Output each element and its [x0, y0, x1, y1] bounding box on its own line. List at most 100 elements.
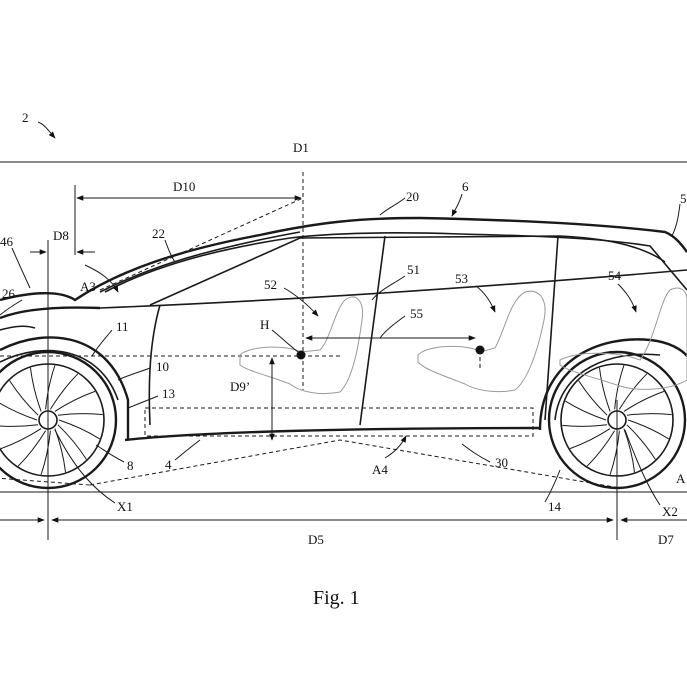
- label-x2: X2: [662, 504, 678, 519]
- wheel-spoke: [623, 428, 635, 473]
- wheel-spoke: [57, 413, 103, 416]
- rear-wheel-arch: [538, 338, 687, 431]
- label-a3: A3: [80, 279, 96, 294]
- label-26: 26: [2, 286, 16, 301]
- wheel-spoke: [54, 390, 96, 412]
- label-a: A: [676, 471, 686, 486]
- label-d7: D7: [658, 532, 674, 547]
- leader-4: [174, 439, 201, 461]
- wheel-spoke: [626, 413, 672, 416]
- beltline: [99, 269, 687, 309]
- lower-body: [124, 426, 541, 442]
- label-11: 11: [116, 319, 129, 334]
- leader-13: [127, 395, 159, 409]
- label-4: 4: [165, 457, 172, 472]
- leader-6: [451, 193, 463, 217]
- leader-30: [461, 443, 491, 463]
- leader-52: [283, 287, 319, 317]
- wheel-spoke: [0, 428, 42, 450]
- label-46: 46: [0, 234, 14, 249]
- label-6: 6: [462, 179, 469, 194]
- label-20: 20: [406, 189, 419, 204]
- rear-seat: [417, 290, 546, 393]
- wheel-spoke: [0, 402, 38, 421]
- hood-front: [0, 306, 101, 320]
- label-55: 55: [410, 306, 423, 321]
- label-d5: D5: [308, 532, 324, 547]
- rear-spokes: [562, 365, 672, 475]
- wheel-spoke: [614, 365, 625, 410]
- wheel-spoke: [54, 428, 66, 473]
- wheel-spoke: [57, 424, 87, 460]
- leader-x2: [624, 429, 661, 506]
- label-30: 30: [495, 455, 508, 470]
- label-14: 14: [548, 499, 562, 514]
- approach-dashed: [0, 477, 91, 486]
- label-8: 8: [127, 458, 134, 473]
- front-spokes: [0, 365, 103, 475]
- label-d1: D1: [293, 140, 309, 155]
- leader-22: [164, 239, 176, 263]
- third-seat: [559, 287, 687, 390]
- label-52: 52: [264, 277, 277, 292]
- wheel-spoke: [0, 424, 39, 427]
- leader-a4: [384, 435, 407, 459]
- front-door-edge: [148, 304, 161, 426]
- leader-10: [117, 367, 151, 381]
- label-54: 54: [608, 268, 622, 283]
- leader-26: [0, 299, 23, 316]
- battery-pack-dashed: [144, 407, 534, 437]
- window-frame: [149, 235, 666, 306]
- label-5: 5: [680, 191, 687, 206]
- wheel-spoke: [586, 430, 616, 467]
- b-pillar: [359, 235, 386, 426]
- label-d10: D10: [173, 179, 195, 194]
- leader-a3: [84, 264, 119, 293]
- label-2: 2: [22, 110, 29, 125]
- label-22: 22: [152, 226, 165, 241]
- front-bumper: [0, 325, 36, 331]
- leader-46: [11, 247, 31, 289]
- leader-h: [271, 329, 299, 353]
- wheel-spoke: [17, 430, 47, 467]
- label-13: 13: [162, 386, 175, 401]
- roof-inner-line: [104, 232, 687, 293]
- label-h: H: [260, 317, 269, 332]
- figure-caption: Fig. 1: [313, 587, 360, 609]
- wheel-spoke: [578, 380, 608, 416]
- leader-54: [617, 283, 637, 313]
- wheel-spoke: [9, 380, 39, 416]
- wheel-spoke: [565, 400, 607, 421]
- wheel-spoke: [599, 367, 611, 412]
- wheel-spoke: [45, 365, 56, 410]
- h-point-front: [296, 350, 306, 360]
- roof-outline: [0, 216, 687, 302]
- leader-2: [37, 121, 56, 139]
- label-d8: D8: [53, 228, 69, 243]
- rear-arch-inner: [554, 353, 661, 421]
- label-10: 10: [156, 359, 169, 374]
- wheel-spoke: [562, 424, 608, 427]
- leader-8: [95, 444, 125, 463]
- leader-14: [544, 469, 561, 503]
- leader-x1: [54, 429, 116, 504]
- wheel-spoke: [49, 373, 79, 410]
- leader-5: [671, 203, 681, 237]
- label-51: 51: [407, 262, 420, 277]
- leader-51: [371, 275, 406, 301]
- front-wheel-arch: [0, 336, 130, 440]
- label-d9: D9’: [230, 379, 250, 394]
- leader-11: [91, 329, 113, 357]
- wheel-spoke: [569, 428, 611, 450]
- wheel-spoke: [626, 424, 656, 460]
- leader-55: [379, 315, 406, 339]
- windshield: [99, 231, 301, 293]
- label-53: 53: [455, 271, 468, 286]
- leader-53: [475, 285, 496, 313]
- leader-20: [379, 197, 406, 216]
- wheel-spoke: [627, 419, 669, 440]
- label-x1: X1: [117, 499, 133, 514]
- front-arch-inner: [0, 349, 119, 401]
- front-rim: [0, 363, 105, 477]
